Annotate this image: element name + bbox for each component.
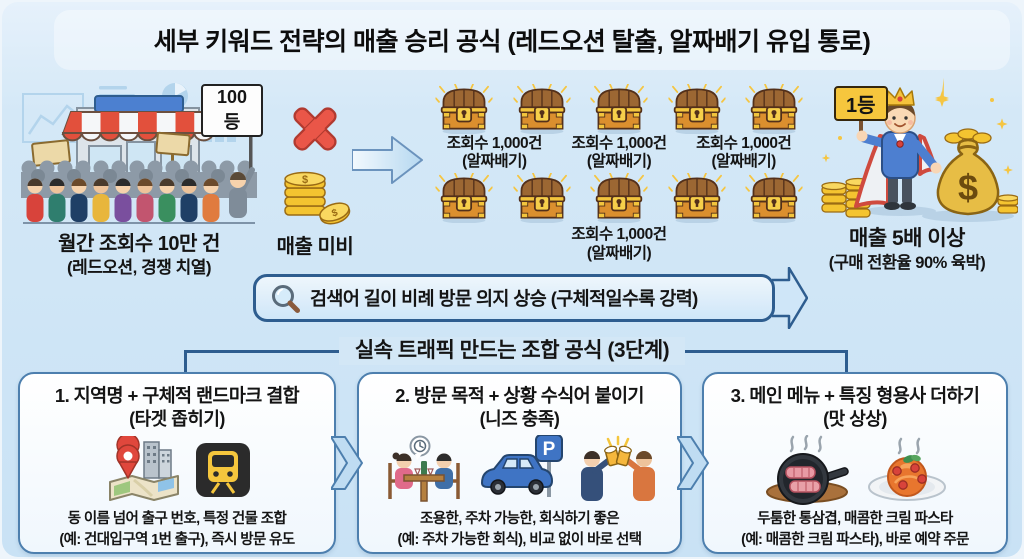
fail-group: $ $ 매출 미비 [260, 100, 370, 259]
step-3-icons [704, 431, 1006, 509]
coin-stack-icon [821, 177, 871, 218]
page-title: 세부 키워드 전략의 매출 승리 공식 (레드오션 탈출, 알짜배기 유입 통로… [153, 28, 871, 56]
treasure-chest-icon [432, 173, 496, 223]
step-box-3: 3. 메인 메뉴 + 특징 형용사 더하기 (맛 상상) [702, 372, 1008, 554]
crowd-front [26, 178, 220, 222]
map-landmark-icon [109, 436, 179, 501]
step-1-subtitle: (타겟 좁히기) [129, 409, 225, 429]
step-chevron-icon [677, 436, 709, 490]
step-2-icons: P [359, 431, 680, 509]
keyword-chest-grid: 조회수 1,000건(알짜배기) 조회수 1,000건(알짜배기) 조회수 1,… [432, 84, 806, 263]
red-ocean-caption: 월간 조회수 10만 건 [58, 233, 220, 255]
king-money-illustration: $ [821, 78, 1018, 222]
banner-arrowhead-icon [772, 267, 808, 329]
banner-text: 검색어 길이 비례 방문 의지 상승 (구체적일수록 강력) [310, 288, 698, 309]
chest-row-1 [432, 84, 806, 134]
coin-stack-icon: $ $ [284, 171, 351, 225]
chest-label: 조회수 1,000건(알짜배기) [571, 226, 667, 262]
x-mark-icon [293, 107, 337, 151]
red-ocean-scene: 100등 [15, 76, 263, 279]
subway-icon [196, 443, 250, 497]
step-2-desc-2: (예: 주차 가능한 회식), 비교 없이 바로 선택 [397, 532, 643, 548]
rank-100-sign: 100등 [201, 84, 263, 137]
step-2-subtitle: (니즈 충족) [479, 409, 560, 429]
step-1-title: 1. 지역명 + 구체적 랜드마크 결합 [54, 385, 300, 406]
step-1-desc-2: (예: 건대입구역 1번 출구), 즉시 방문 유도 [59, 532, 295, 548]
flow-arrow-icon [352, 136, 423, 184]
treasure-chest-icon [665, 84, 729, 134]
rank-1-sign: 1등 [834, 86, 888, 121]
step-3-desc-2: (예: 매콤한 크림 파스타), 바로 예약 주문 [741, 532, 969, 548]
money-bag-icon: $ [936, 128, 1000, 216]
red-ocean-subcaption: (레드오션, 경쟁 치열) [66, 258, 212, 277]
treasure-chest-icon [665, 173, 729, 223]
pasta-plate-icon [868, 437, 946, 501]
svg-text:$: $ [958, 167, 978, 208]
step-1-desc-1: 동 이름 넘어 출구 번호, 특정 건물 조합 [67, 511, 287, 527]
combo-heading: 실속 트래픽 만드는 조합 공식 (3단계) [0, 337, 1024, 365]
step-2-title: 2. 방문 목적 + 상황 수식어 붙이기 [395, 385, 644, 406]
step-3-desc-1: 두툼한 통삼겹, 매콤한 크림 파스타 [757, 511, 953, 527]
bracket-right-drop [845, 350, 848, 374]
treasure-chest-icon [510, 84, 574, 134]
step-box-1: 1. 지역명 + 구체적 랜드마크 결합 (타겟 좁히기) 동 이름 넘어 출구… [18, 372, 336, 554]
treasure-chest-icon [432, 84, 496, 134]
svg-text:$: $ [331, 207, 340, 219]
winner-scene: 1등 [792, 78, 1022, 274]
dining-couple-icon [387, 435, 460, 502]
chest-row-2 [432, 173, 806, 223]
chest-label: 조회수 1,000건(알짜배기) [571, 135, 667, 170]
beer-toast-icon [580, 435, 655, 501]
chest-label: 조회수 1,000건(알짜배기) [696, 135, 792, 170]
bracket-left-drop [184, 350, 187, 374]
winner-caption: 매출 5배 이상 [849, 227, 965, 250]
pork-belly-skillet-icon [766, 435, 849, 505]
crowd-storefront-illustration [21, 83, 257, 224]
chest-labels-row: 조회수 1,000건(알짜배기) 조회수 1,000건(알짜배기) 조회수 1,… [432, 135, 806, 171]
fail-label: 매출 미비 [276, 236, 354, 258]
search-icon [272, 285, 300, 313]
chest-label: 조회수 1,000건(알짜배기) [446, 135, 543, 170]
treasure-chest-icon [587, 84, 651, 134]
step-chevron-icon [331, 436, 363, 490]
svg-text:$: $ [302, 174, 308, 186]
car-parking-icon: P [480, 435, 563, 497]
svg-text:P: P [542, 439, 555, 460]
title-band [54, 10, 1010, 70]
coin-stack-icon [997, 194, 1018, 214]
winner-subcaption: (구매 전환율 90% 육박) [828, 254, 986, 272]
step-box-2: 2. 방문 목적 + 상황 수식어 붙이기 (니즈 충족) P [357, 372, 682, 554]
treasure-chest-icon [510, 173, 574, 223]
king-figure [854, 87, 942, 210]
sparkle-icon [821, 78, 1013, 175]
step-2-desc-1: 조용한, 주차 가능한, 회식하기 좋은 [420, 511, 620, 527]
sign-holder-figure [229, 114, 255, 218]
keyword-length-banner: 검색어 길이 비례 방문 의지 상승 (구체적일수록 강력) [253, 274, 775, 322]
treasure-chest-icon [587, 173, 651, 223]
step-1-icons [20, 431, 334, 509]
step-3-subtitle: (맛 상상) [823, 409, 887, 429]
step-3-title: 3. 메인 메뉴 + 특징 형용사 더하기 [730, 385, 980, 406]
